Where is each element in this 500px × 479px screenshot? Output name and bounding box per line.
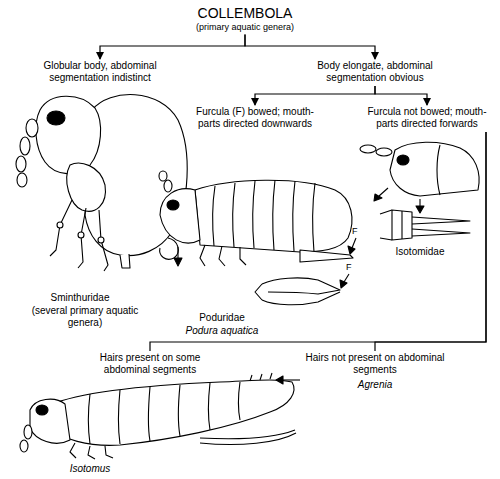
figure-part [412,217,470,224]
taxon-label: Poduridae [199,312,245,324]
root-node: COLLEMBOLA(primary aquatic genera) [135,5,355,33]
taxon-label: Sminthuridae [51,292,110,304]
figure-part [174,258,182,266]
callout-letter: F [352,226,358,237]
figure-part [120,254,130,268]
taxon-label: Isotomus [70,463,111,475]
isotomid-figure [360,142,479,240]
key-couplet: Furcula (F) bowed; mouth- parts directed… [184,106,326,130]
figure-part [376,148,392,156]
figure-part [26,119,38,137]
figure-part [16,156,26,172]
figure-part [250,373,272,381]
figure-part [177,247,178,259]
sminthurid-figure [16,95,187,271]
figure-part [200,245,246,266]
figure-part [159,171,167,181]
figure-part [213,180,315,252]
figure-part [30,399,70,443]
figure-part [99,210,108,271]
callout-letter: F [346,262,352,273]
figure-part [276,376,283,384]
figure-part [195,180,352,252]
figure-part [160,238,179,259]
couplet-text: Hairs not present on abdominal segments [305,352,445,376]
figure-part [48,380,294,445]
couplet-text: Body elongate, abdominal segmentation ob… [305,60,445,84]
isotomus-figure [20,373,300,459]
key-branch [245,35,375,59]
taxon-label: (several primary aquatic genera) [29,305,141,329]
figure-part [70,443,113,459]
figure-part [397,155,409,165]
figure-part [282,379,300,380]
figure-part [78,208,86,268]
key-branch [150,132,486,351]
figure-part [167,200,179,210]
figure-part [17,173,27,187]
figure-part [24,425,32,439]
figure-part [98,237,104,243]
key-branch [375,86,427,105]
figure-part [78,232,84,238]
figure-part [36,405,48,415]
couplet-text: Globular body, abdominal segmentation in… [30,60,170,84]
figure-part [344,274,349,282]
figure-part [57,222,63,228]
figure-part [50,200,72,256]
figure-part [352,238,356,248]
figure-part [380,210,402,240]
figure-part [255,284,262,300]
taxon-label: Agrenia [358,379,392,391]
figure-part [20,440,28,452]
figure-part [348,246,355,254]
figure-part [437,145,440,195]
figure-part [89,382,241,444]
key-couplet: Body elongate, abdominal segmentation ob… [305,60,445,84]
figure-part [300,250,353,262]
figure-part [379,188,388,196]
figure-part [374,194,382,201]
key-couplet: Globular body, abdominal segmentation in… [30,60,170,84]
taxon-label: Podura aquatica [186,325,259,337]
figure-part [164,180,172,192]
key-branch [255,86,375,105]
key-branch [375,132,486,351]
couplet-text: Furcula not bowed; mouth- parts directed… [359,106,495,130]
couplet-text: Hairs present on some abdominal segments [80,352,220,376]
taxon-heading: COLLEMBOLA [135,5,355,22]
figure-part [20,137,30,155]
taxon-label: Isotomidae [396,246,445,258]
figure-part [160,189,200,243]
figure-part [47,111,65,125]
figure-part [67,163,106,211]
figure-part [412,229,470,236]
figure-part [360,145,376,153]
key-couplet: Hairs not present on abdominal segments [305,352,445,376]
figure-part [36,96,101,173]
key-couplet: Furcula not bowed; mouth- parts directed… [359,106,495,130]
figure-part [390,142,479,196]
figure-part [200,430,296,445]
key-branch [100,35,245,59]
couplet-text: Furcula (F) bowed; mouth- parts directed… [184,106,326,130]
figure-part [416,206,424,213]
figure-part [262,278,340,305]
podurid-figure [159,171,356,305]
key-couplet: Hairs present on some abdominal segments [80,352,220,376]
couplet-text: (primary aquatic genera) [135,22,355,33]
figure-part [340,280,347,288]
